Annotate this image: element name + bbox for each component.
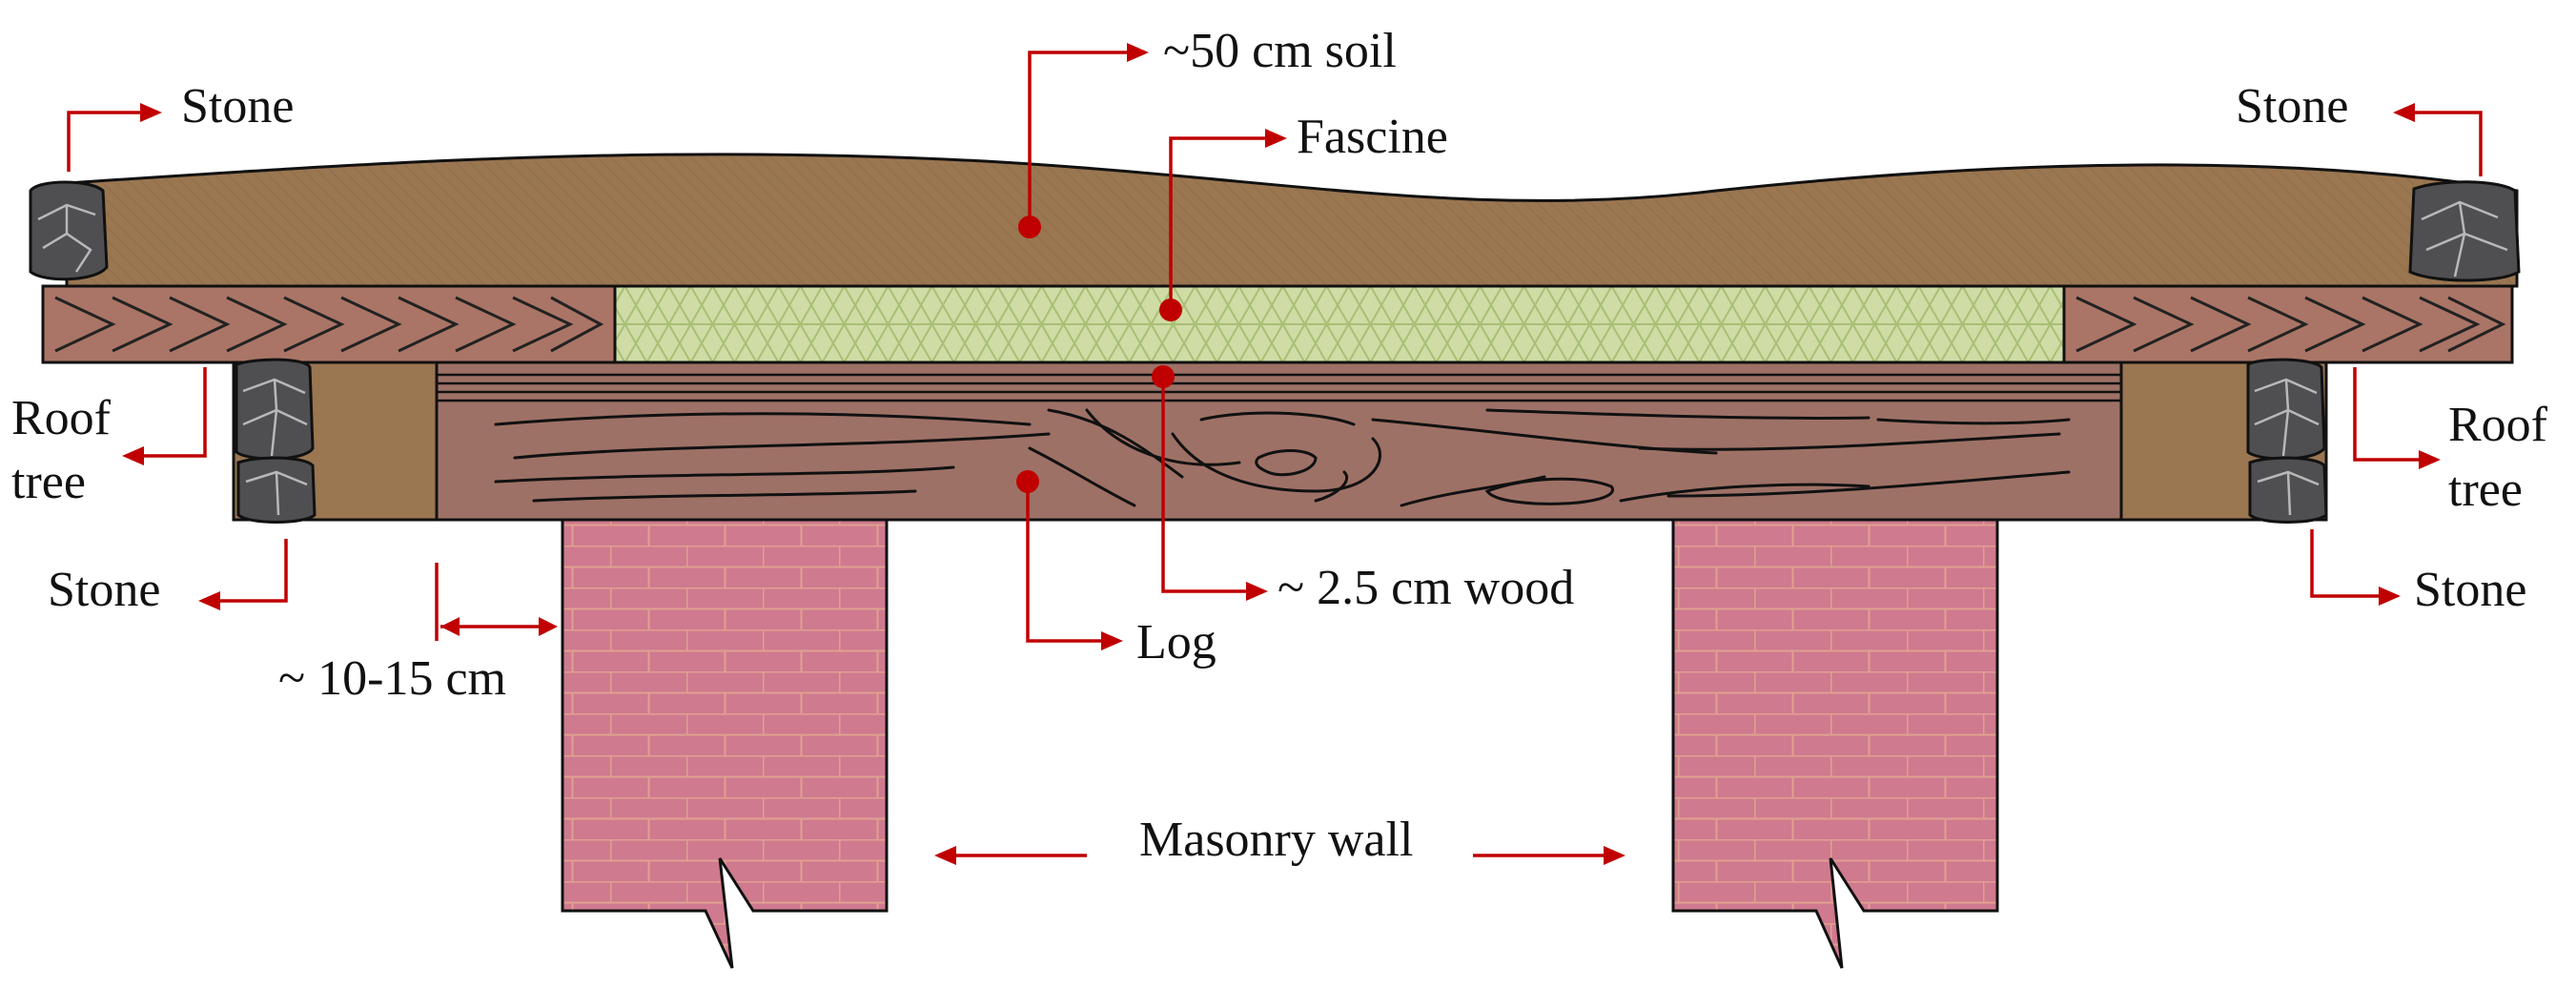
label-masonry-wall: Masonry wall <box>1139 813 1413 867</box>
masonry-wall-right <box>1671 518 1999 969</box>
leader-stone-top-right <box>2393 103 2483 176</box>
roof-tree-right-chevrons <box>2075 296 2506 353</box>
label-wood: ~ 2.5 cm wood <box>1278 561 1574 615</box>
leader-stone-top-left <box>67 103 162 172</box>
log-beam <box>435 361 2123 522</box>
label-stone-bottom-left: Stone <box>48 563 160 617</box>
label-soil: ~50 cm soil <box>1163 24 1397 78</box>
label-roof-tree-right-line1: Roof <box>2448 398 2548 452</box>
stone-top-right <box>2408 180 2521 282</box>
label-fascine: Fascine <box>1297 110 1448 164</box>
leader-wood <box>1152 365 1268 601</box>
stone-bottom-left-lower <box>236 456 317 524</box>
leader-fascine <box>1159 129 1287 321</box>
label-stone-bottom-right: Stone <box>2414 563 2526 617</box>
log-wood-grain <box>494 408 2071 507</box>
label-overhang: ~ 10-15 cm <box>278 651 506 706</box>
leader-soil <box>1018 43 1149 238</box>
roof-tree-left <box>41 284 617 364</box>
arrow-masonry-right <box>1473 846 1625 865</box>
roof-tree-left-chevrons <box>54 296 604 353</box>
label-stone-top-left: Stone <box>181 79 294 134</box>
leader-roof-tree-right <box>2353 367 2441 469</box>
leader-stone-bottom-left <box>198 539 288 610</box>
dimension-overhang <box>435 563 558 641</box>
masonry-wall-left <box>561 518 889 969</box>
arrow-masonry-left <box>934 846 1087 865</box>
leader-roof-tree-left <box>122 367 207 465</box>
label-roof-tree-left-line1: Roof <box>11 391 112 445</box>
label-log: Log <box>1136 615 1216 670</box>
stone-top-left <box>29 180 109 281</box>
label-roof-tree-right-line2: tree <box>2448 463 2523 517</box>
label-stone-top-right: Stone <box>2236 79 2348 134</box>
wood-board-lines <box>437 373 2121 402</box>
stone-bottom-left-upper <box>235 358 315 461</box>
soil-layer <box>65 153 2519 288</box>
stone-bottom-right-lower <box>2248 456 2328 524</box>
stone-bottom-right-upper <box>2246 358 2326 461</box>
label-roof-tree-left-line2: tree <box>11 455 86 509</box>
leader-stone-bottom-right <box>2310 529 2401 606</box>
fascine-layer <box>613 284 2066 364</box>
leader-log <box>1016 470 1123 650</box>
